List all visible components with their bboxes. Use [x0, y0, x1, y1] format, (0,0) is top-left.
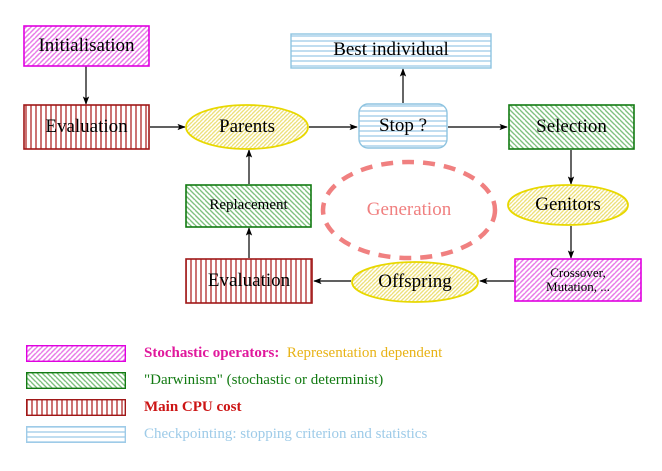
- node-parents[interactable]: [185, 104, 309, 150]
- node-evaluation-top[interactable]: [23, 104, 150, 150]
- legend-swatch-horizontal-blue: [26, 426, 126, 443]
- node-stop[interactable]: [358, 103, 448, 149]
- legend-label-darwinism: "Darwinism" (stochastic or determinist): [144, 372, 384, 388]
- legend-swatch-diagonal-back-green: [26, 372, 126, 389]
- node-initialisation[interactable]: [23, 25, 150, 67]
- node-selection[interactable]: [508, 104, 635, 150]
- node-generation: [320, 159, 498, 261]
- legend-label-representation-dependent: Representation dependent: [279, 345, 443, 361]
- legend-label-stochastic-operators: Stochastic operators:: [144, 345, 280, 361]
- node-generation-label: Generation: [366, 199, 452, 220]
- node-evaluation-bottom[interactable]: [185, 258, 313, 304]
- legend-label-main-cpu-cost: Main CPU cost: [144, 399, 242, 415]
- legend-swatch-diagonal-forward-magenta: [26, 345, 126, 362]
- node-offspring[interactable]: [351, 261, 479, 303]
- legend: Stochastic operators: Representation dep…: [0, 340, 662, 448]
- node-crossover[interactable]: [514, 258, 642, 302]
- node-best-individual[interactable]: [290, 33, 492, 69]
- legend-row-main-cpu-cost: Main CPU cost: [0, 394, 662, 421]
- legend-swatch-vertical-red: [26, 399, 126, 416]
- legend-row-checkpointing: Checkpointing: stopping criterion and st…: [0, 421, 662, 448]
- legend-label-checkpointing: Checkpointing: stopping criterion and st…: [144, 426, 428, 442]
- node-replacement[interactable]: [185, 184, 312, 228]
- legend-row-stochastic-operators: Stochastic operators: Representation dep…: [0, 340, 662, 367]
- legend-row-darwinism: "Darwinism" (stochastic or determinist): [0, 367, 662, 394]
- node-genitors[interactable]: [507, 184, 629, 226]
